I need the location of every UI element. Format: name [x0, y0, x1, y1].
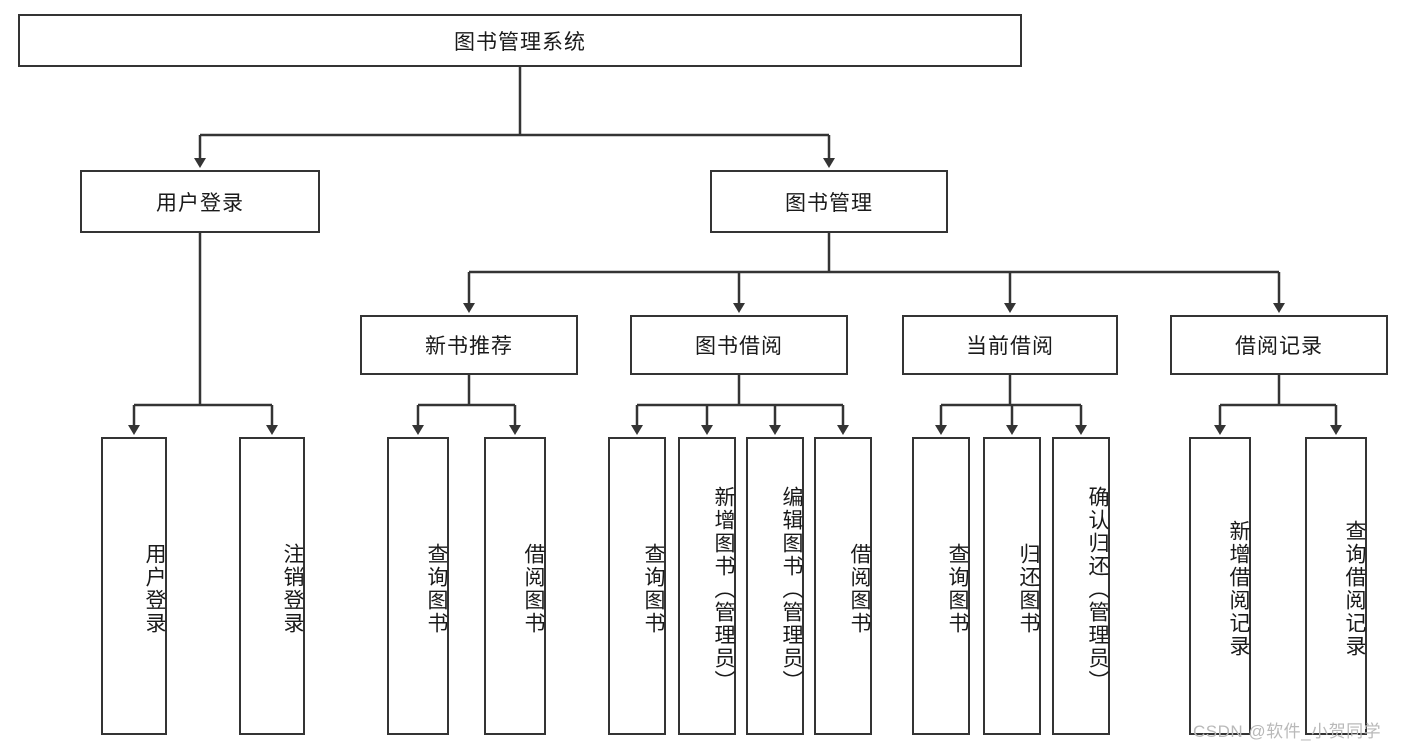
node-label: 注销登录: [281, 543, 304, 635]
node-label: 查询图书: [642, 543, 665, 635]
node-leaf-借阅图书[interactable]: 借阅图书: [814, 437, 872, 735]
node-label: 新增借阅记录: [1227, 520, 1250, 658]
node-leaf-归还图书[interactable]: 归还图书: [983, 437, 1041, 735]
node-label: 查询图书: [946, 543, 969, 635]
node-label: 查询图书: [425, 543, 448, 635]
node-leaf-查询图书[interactable]: 查询图书: [608, 437, 666, 735]
node-l1-图书管理[interactable]: 图书管理: [710, 170, 948, 233]
node-label: 编辑图书（管理员）: [780, 485, 803, 693]
csdn-watermark: CSDN @软件_小贺同学: [1193, 722, 1382, 741]
node-label: 图书借阅: [695, 335, 783, 358]
node-label: 借阅记录: [1235, 335, 1323, 358]
node-leaf-新增借阅记录[interactable]: 新增借阅记录: [1189, 437, 1251, 735]
node-label: 用户登录: [143, 543, 166, 635]
node-leaf-查询图书[interactable]: 查询图书: [387, 437, 449, 735]
node-leaf-查询图书[interactable]: 查询图书: [912, 437, 970, 735]
node-label: 借阅图书: [522, 543, 545, 635]
node-leaf-借阅图书[interactable]: 借阅图书: [484, 437, 546, 735]
node-label: 新书推荐: [425, 335, 513, 358]
node-leaf-确认归还管理员[interactable]: 确认归还（管理员）: [1052, 437, 1110, 735]
node-l2-当前借阅[interactable]: 当前借阅: [902, 315, 1118, 375]
node-label: 借阅图书: [848, 543, 871, 635]
node-root-图书管理系统[interactable]: 图书管理系统: [18, 14, 1022, 67]
node-leaf-新增图书管理员[interactable]: 新增图书（管理员）: [678, 437, 736, 735]
node-leaf-用户登录[interactable]: 用户登录: [101, 437, 167, 735]
node-l1-用户登录[interactable]: 用户登录: [80, 170, 320, 233]
node-label: 归还图书: [1017, 543, 1040, 635]
node-l2-图书借阅[interactable]: 图书借阅: [630, 315, 848, 375]
node-label: 用户登录: [156, 191, 244, 215]
node-leaf-查询借阅记录[interactable]: 查询借阅记录: [1305, 437, 1367, 735]
node-label: 图书管理: [785, 191, 873, 215]
node-leaf-注销登录[interactable]: 注销登录: [239, 437, 305, 735]
node-label: 图书管理系统: [454, 30, 586, 54]
node-l2-借阅记录[interactable]: 借阅记录: [1170, 315, 1388, 375]
node-label: 查询借阅记录: [1343, 520, 1366, 658]
node-l2-新书推荐[interactable]: 新书推荐: [360, 315, 578, 375]
node-label: 当前借阅: [966, 335, 1054, 358]
node-leaf-编辑图书管理员[interactable]: 编辑图书（管理员）: [746, 437, 804, 735]
node-label: 确认归还（管理员）: [1086, 485, 1109, 693]
node-label: 新增图书（管理员）: [712, 485, 735, 693]
